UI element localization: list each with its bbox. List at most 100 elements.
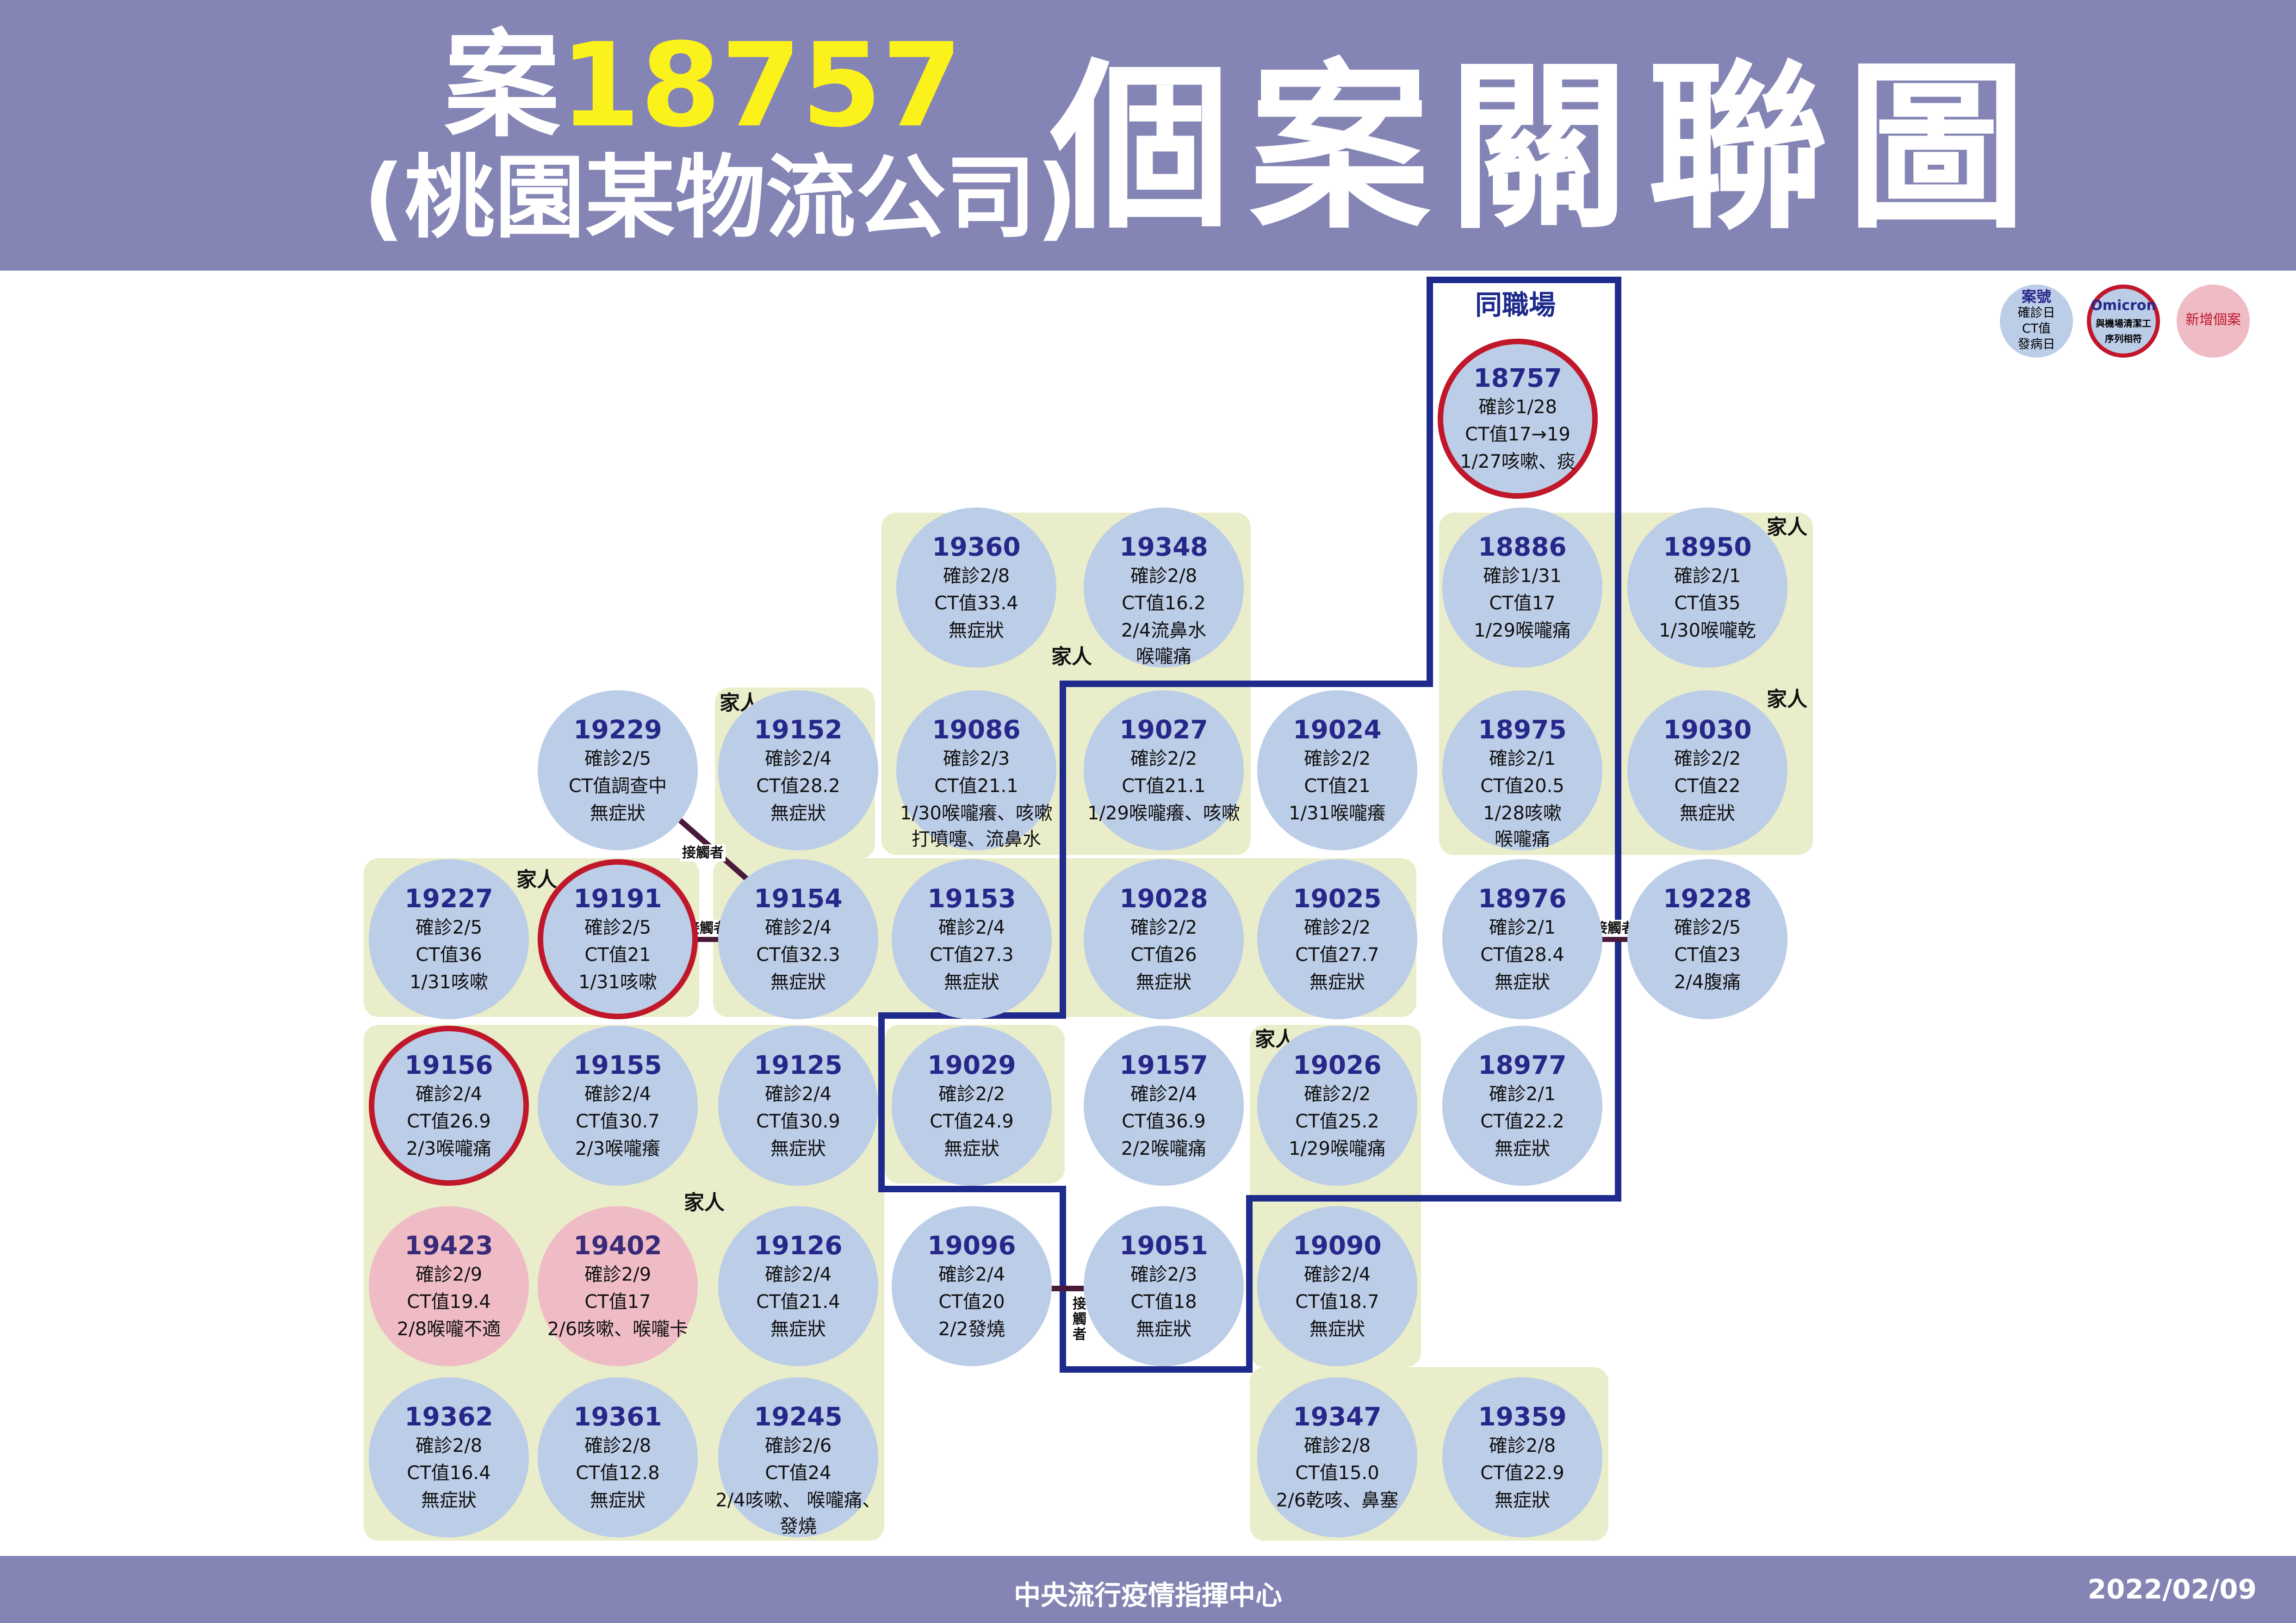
case-id: 19125: [754, 1050, 843, 1080]
case-detail: 2/3喉嚨癢: [575, 1138, 661, 1159]
case-detail: 無症狀: [421, 1490, 477, 1511]
header-banner: 案18757 (桃園某物流公司) 個案關聯圖: [0, 0, 2296, 271]
legend-text: 案號: [2021, 288, 2051, 305]
legend-new-case: 新增個案: [2177, 285, 2250, 358]
case-detail: 確診1/31: [1483, 565, 1562, 587]
case-id: 19153: [927, 884, 1016, 913]
case-detail: 確診2/8: [415, 1435, 483, 1456]
case-id: 18977: [1478, 1050, 1567, 1080]
case-detail: 確診2/4: [938, 1264, 1005, 1285]
case-detail: 1/27咳嗽、痰: [1460, 451, 1576, 472]
case-detail: 確診2/2: [1303, 748, 1371, 769]
case-detail: CT值33.4: [934, 593, 1018, 614]
case-id: 19051: [1119, 1231, 1208, 1260]
workplace-label: 同職場: [1475, 289, 1556, 321]
case-detail: CT值20.5: [1480, 775, 1564, 797]
legend-omicron: Omicron 與機場清潔工 序列相符: [2087, 285, 2160, 358]
case-detail: CT值24.9: [930, 1111, 1014, 1132]
case-id: 18950: [1663, 532, 1752, 562]
case-detail: 2/4腹痛: [1674, 972, 1741, 993]
case-detail: 無症狀: [944, 972, 999, 993]
case-id: 19026: [1293, 1050, 1382, 1080]
case-detail: CT值32.3: [756, 944, 840, 966]
case-detail: CT值26: [1130, 944, 1197, 966]
case-detail: 確診2/5: [584, 748, 652, 769]
legend-text: 發病日: [2017, 337, 2055, 352]
case-detail: CT值28.4: [1480, 944, 1564, 966]
case-detail: 無症狀: [590, 1490, 645, 1511]
case-detail: 確診2/4: [1303, 1264, 1371, 1285]
case-title: 案18757: [444, 28, 962, 143]
case-id: 19229: [573, 715, 662, 744]
case-detail: CT值36.9: [1122, 1111, 1206, 1132]
case-id: 19155: [573, 1050, 662, 1080]
case-detail: 確診2/4: [764, 1084, 832, 1105]
case-id: 18976: [1478, 884, 1567, 913]
legend-text: 新增個案: [2185, 312, 2241, 328]
case-detail: 確診2/2: [1303, 1084, 1371, 1105]
source-label: 中央流行疫情指揮中心: [1013, 1580, 1282, 1611]
case-detail: 1/29喉嚨癢、咳嗽: [1087, 803, 1240, 824]
case-detail: CT值18.7: [1295, 1291, 1379, 1313]
case-detail: 2/4咳嗽、 喉嚨痛、: [715, 1490, 881, 1511]
case-detail: 2/2發燒: [938, 1319, 1005, 1340]
case-detail: 確診2/4: [584, 1084, 652, 1105]
case-detail: CT值18: [1130, 1291, 1197, 1313]
case-detail: CT值19.4: [407, 1291, 491, 1313]
contact-label: 接觸者: [680, 844, 726, 861]
case-detail: 確診2/4: [764, 1264, 832, 1285]
case-detail: 2/4流鼻水: [1121, 620, 1207, 641]
case-detail: 確診2/8: [1489, 1435, 1556, 1456]
case-detail: 喉嚨痛: [1136, 646, 1191, 667]
case-detail: 無症狀: [1309, 1319, 1365, 1340]
case-detail: 發燒: [780, 1516, 817, 1537]
case-detail: CT值30.9: [756, 1111, 840, 1132]
case-detail: 確診2/1: [1489, 748, 1556, 769]
legend-text: 確診日: [2017, 306, 2055, 320]
case-detail: CT值23: [1674, 944, 1741, 966]
case-id: 19191: [573, 884, 662, 913]
family-label: 家人: [684, 1191, 725, 1214]
case-detail: CT值17: [1489, 593, 1556, 614]
case-detail: CT值17→19: [1465, 424, 1570, 445]
contact-label: 接觸者: [1072, 1295, 1087, 1343]
case-detail: CT值調查中: [568, 775, 667, 797]
case-detail: 確診2/8: [584, 1435, 652, 1456]
case-detail: CT值22.2: [1480, 1111, 1564, 1132]
case-detail: CT值16.2: [1122, 593, 1206, 614]
case-detail: 確診2/1: [1489, 1084, 1556, 1105]
case-id: 19362: [404, 1402, 493, 1431]
case-detail: 確診2/3: [1130, 1264, 1198, 1285]
case-id: 19152: [754, 715, 843, 744]
case-id: 19090: [1293, 1231, 1382, 1260]
case-id: 19157: [1119, 1050, 1208, 1080]
page-title: 個案關聯圖: [1050, 43, 2045, 253]
case-detail: CT值28.2: [756, 775, 840, 797]
case-detail: 確診2/1: [1489, 917, 1556, 938]
case-detail: 確診2/8: [1303, 1435, 1371, 1456]
case-detail: CT值27.7: [1295, 944, 1379, 966]
case-detail: CT值21: [584, 944, 651, 966]
case-detail: CT值16.4: [407, 1462, 491, 1484]
family-label: 家人: [516, 868, 557, 892]
case-detail: 2/6咳嗽、喉嚨卡: [547, 1319, 689, 1340]
